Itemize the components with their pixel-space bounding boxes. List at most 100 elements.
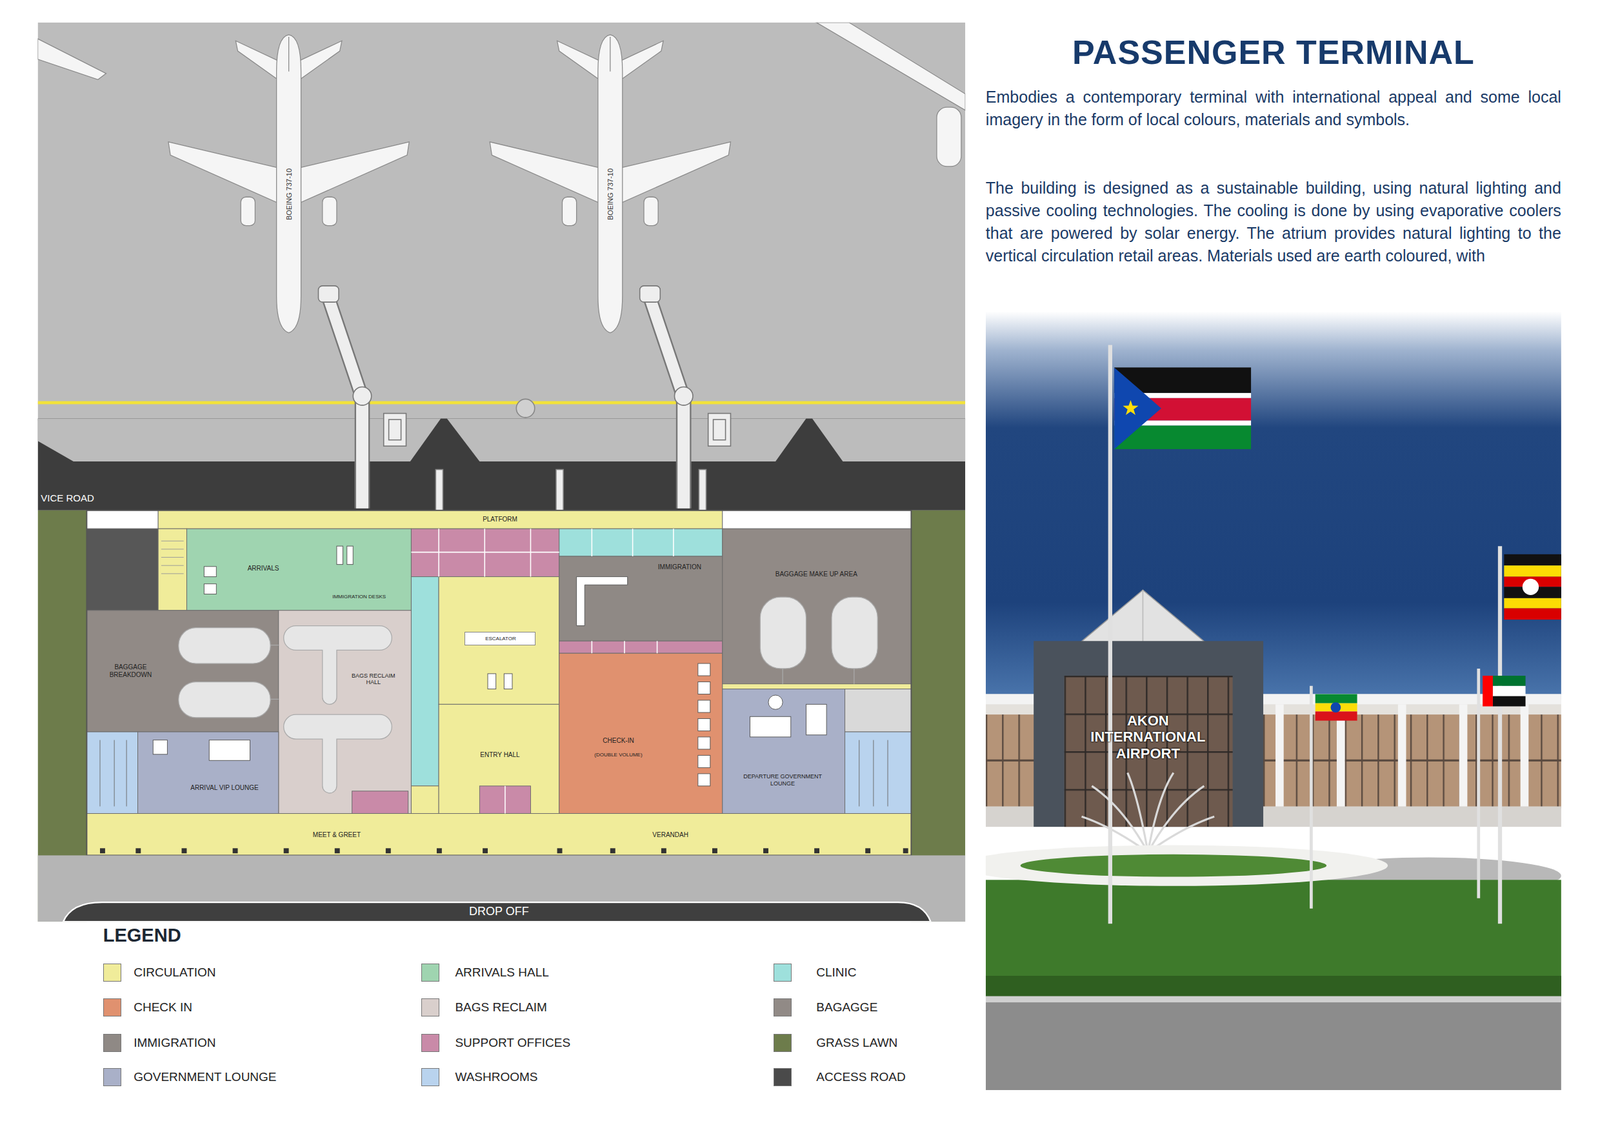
- room-label: ENTRY HALL: [480, 751, 520, 760]
- column: [181, 847, 188, 853]
- furniture: [698, 663, 711, 676]
- legend-swatch: [103, 1067, 122, 1086]
- aircraft: [38, 22, 966, 333]
- room-fill: [722, 689, 846, 814]
- column: [557, 847, 563, 853]
- office-partition: [591, 528, 593, 557]
- furniture: [698, 754, 711, 768]
- boarding-bridge: [713, 419, 726, 440]
- column: [100, 847, 106, 853]
- legend-label: GRASS LAWN: [816, 1036, 898, 1051]
- baggage-carousel: [283, 714, 393, 793]
- apron: [812, 418, 966, 461]
- baggage-carousel: [283, 625, 393, 705]
- baggage-carousel: [178, 596, 878, 793]
- flower-bed: [985, 845, 1388, 886]
- aircraft: [936, 107, 962, 167]
- stair: [161, 548, 184, 550]
- aircraft: [38, 38, 107, 80]
- uae-flag: [1482, 675, 1526, 706]
- boarding-bridge: [352, 386, 371, 405]
- furniture: [768, 694, 783, 710]
- furniture: [347, 545, 353, 564]
- room-fill: [722, 528, 912, 684]
- arrivals-hall: ARRIVALSIMMIGRATION DESKS: [186, 528, 411, 611]
- washroom-partition: [858, 740, 860, 807]
- room-fill: [278, 610, 412, 814]
- room-fill: [138, 731, 279, 814]
- column: [661, 847, 667, 853]
- legend-label: WASHROOMS: [454, 1069, 538, 1084]
- baggage-carousel: [178, 681, 271, 718]
- office-partition: [672, 528, 675, 557]
- uae-flag: [1492, 675, 1526, 686]
- legend-label: SUPPORT OFFICES: [454, 1036, 571, 1051]
- office-partition: [623, 640, 626, 653]
- description-paragraph: Embodies a contemporary terminal with in…: [985, 85, 1562, 131]
- stair: [161, 565, 184, 566]
- legend-swatch: [103, 1033, 122, 1052]
- uae-flag: [1492, 696, 1526, 707]
- facade-column: [1275, 703, 1284, 817]
- stair: [161, 540, 184, 542]
- office-partition: [591, 640, 593, 653]
- room-label: BAGS RECLAIM HALL: [349, 671, 399, 686]
- stair: [161, 540, 184, 574]
- office-partition: [656, 640, 659, 653]
- baggage-carousel: [831, 596, 878, 669]
- column: [814, 847, 820, 853]
- legend-swatch: [421, 1033, 440, 1052]
- room-fill: [845, 689, 912, 732]
- sculpture: [1081, 772, 1215, 852]
- boarding-bridge: [354, 398, 371, 509]
- column: [232, 847, 239, 853]
- legend-label: GOVERNMENT LOUNGE: [133, 1069, 277, 1084]
- road-label: VICE ROAD: [40, 492, 95, 504]
- room-fill: [559, 640, 723, 653]
- furniture: [203, 566, 217, 577]
- uganda-flag: [1503, 608, 1562, 620]
- boarding-bridge: [650, 298, 684, 399]
- furniture: [698, 681, 711, 695]
- furniture: [698, 718, 711, 731]
- pyramid-roof: [1142, 589, 1144, 643]
- building-signage: AKON INTERNATIONAL AIRPORT: [1071, 712, 1225, 762]
- ethiopia-flag: [1315, 710, 1358, 720]
- ethiopia-flag: [1315, 693, 1358, 703]
- room-fill: [86, 731, 138, 814]
- hedge: [985, 975, 1562, 997]
- boarding-bridge: [318, 285, 731, 511]
- boarding-bridge: [640, 285, 661, 302]
- verandah-band: MEET & GREETVERANDAH: [86, 813, 911, 856]
- furniture: [805, 703, 827, 735]
- furniture: [576, 576, 628, 626]
- legend-label: CHECK IN: [133, 1000, 193, 1015]
- room-fill: [86, 510, 159, 529]
- boarding-bridge: [674, 386, 693, 405]
- room-fill: [352, 790, 409, 814]
- column: [385, 847, 391, 853]
- stair: [161, 572, 184, 574]
- flag-pole: [1108, 345, 1113, 924]
- legend-label: ACCESS ROAD: [816, 1069, 906, 1084]
- stair: [161, 556, 184, 558]
- facade-column: [1459, 703, 1468, 817]
- office-partition: [632, 528, 634, 557]
- boarding-bridge: [328, 298, 362, 399]
- legend-label: ARRIVALS HALL: [454, 965, 549, 980]
- boarding-bridge: [556, 469, 564, 511]
- legend-swatch: [773, 1067, 792, 1086]
- boarding-bridge: [356, 398, 369, 509]
- apron: [38, 418, 966, 461]
- legend-swatch: [773, 998, 792, 1017]
- boarding-bridge: [676, 398, 692, 509]
- washroom-partition: [100, 740, 888, 807]
- ethiopia-flag: [1330, 701, 1341, 713]
- column: [436, 847, 442, 853]
- room-fill: [438, 703, 560, 813]
- drop-off-road: [63, 901, 931, 922]
- column: [903, 847, 909, 853]
- uganda-flag: [1503, 565, 1562, 577]
- baggage-carousel: [270, 644, 279, 646]
